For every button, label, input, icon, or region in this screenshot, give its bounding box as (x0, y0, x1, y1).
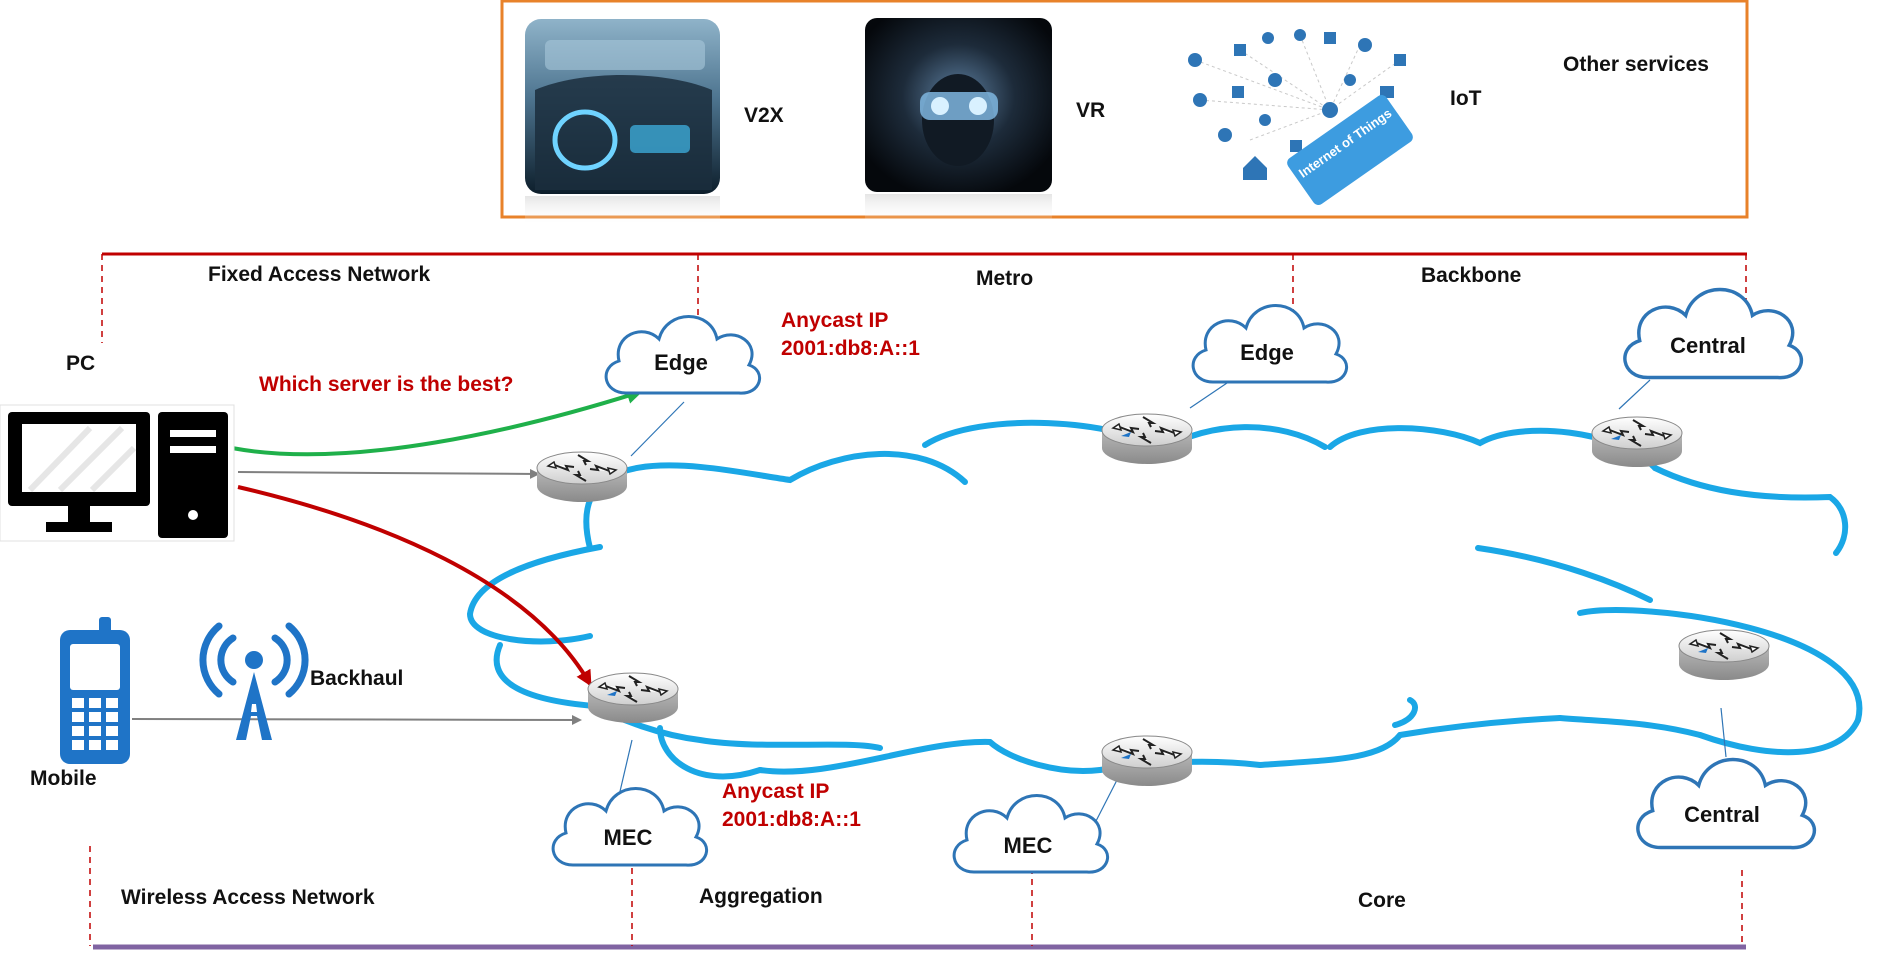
service-label-iot: IoT (1450, 87, 1482, 110)
v2x-image (525, 19, 720, 226)
cloud-edge-2-label: Edge (1240, 340, 1294, 365)
cloud-central-1-label: Central (1670, 333, 1746, 358)
router-metro-edge (1102, 414, 1192, 464)
service-label-other: Other services (1563, 53, 1709, 76)
cloud-edge-1-label: Edge (654, 350, 708, 375)
region-backbone: Backbone (1421, 264, 1521, 287)
green-arrow-to-edge (231, 388, 643, 457)
mobile-label: Mobile (30, 767, 97, 790)
region-fixed-access: Fixed Access Network (208, 263, 430, 286)
backhaul-label: Backhaul (310, 667, 403, 690)
anycast-bottom-title: Anycast IP (722, 780, 829, 803)
cloud-mec-2-label: MEC (1004, 833, 1053, 858)
anycast-top-address: 2001:db8:A::1 (781, 337, 920, 360)
pc-label: PC (66, 352, 95, 375)
router-cloud-links (617, 379, 1727, 824)
anycast-bottom-address: 2001:db8:A::1 (722, 808, 861, 831)
router-backbone-central (1592, 417, 1682, 467)
service-label-vr: VR (1076, 99, 1105, 122)
question-text: Which server is the best? (259, 373, 513, 396)
antenna-hub-icon (245, 651, 263, 669)
network-ring (466, 419, 1863, 780)
router-core-mec (1102, 736, 1192, 786)
top-region-dividers (101, 254, 1747, 343)
cloud-mec-1-label: MEC (604, 825, 653, 850)
pc-to-router-link (237, 468, 540, 479)
router-fixed-access (536, 451, 628, 503)
region-wireless-access: Wireless Access Network (121, 886, 375, 909)
red-arrow-to-mec-router (237, 485, 592, 687)
antenna-icon (199, 622, 309, 698)
region-metro: Metro (976, 267, 1033, 290)
router-core-central (1679, 630, 1769, 680)
service-label-v2x: V2X (744, 104, 784, 127)
anycast-top-title: Anycast IP (781, 309, 888, 332)
cloud-central-2-label: Central (1684, 802, 1760, 827)
mobile-to-router-link (131, 714, 582, 725)
region-aggregation: Aggregation (699, 885, 823, 908)
region-core: Core (1358, 889, 1406, 912)
pc-icon (0, 404, 235, 542)
vr-image (865, 18, 1052, 224)
mobile-icon (60, 617, 130, 764)
router-aggregation-mec (588, 673, 678, 723)
antenna-mast-icon (236, 672, 272, 740)
